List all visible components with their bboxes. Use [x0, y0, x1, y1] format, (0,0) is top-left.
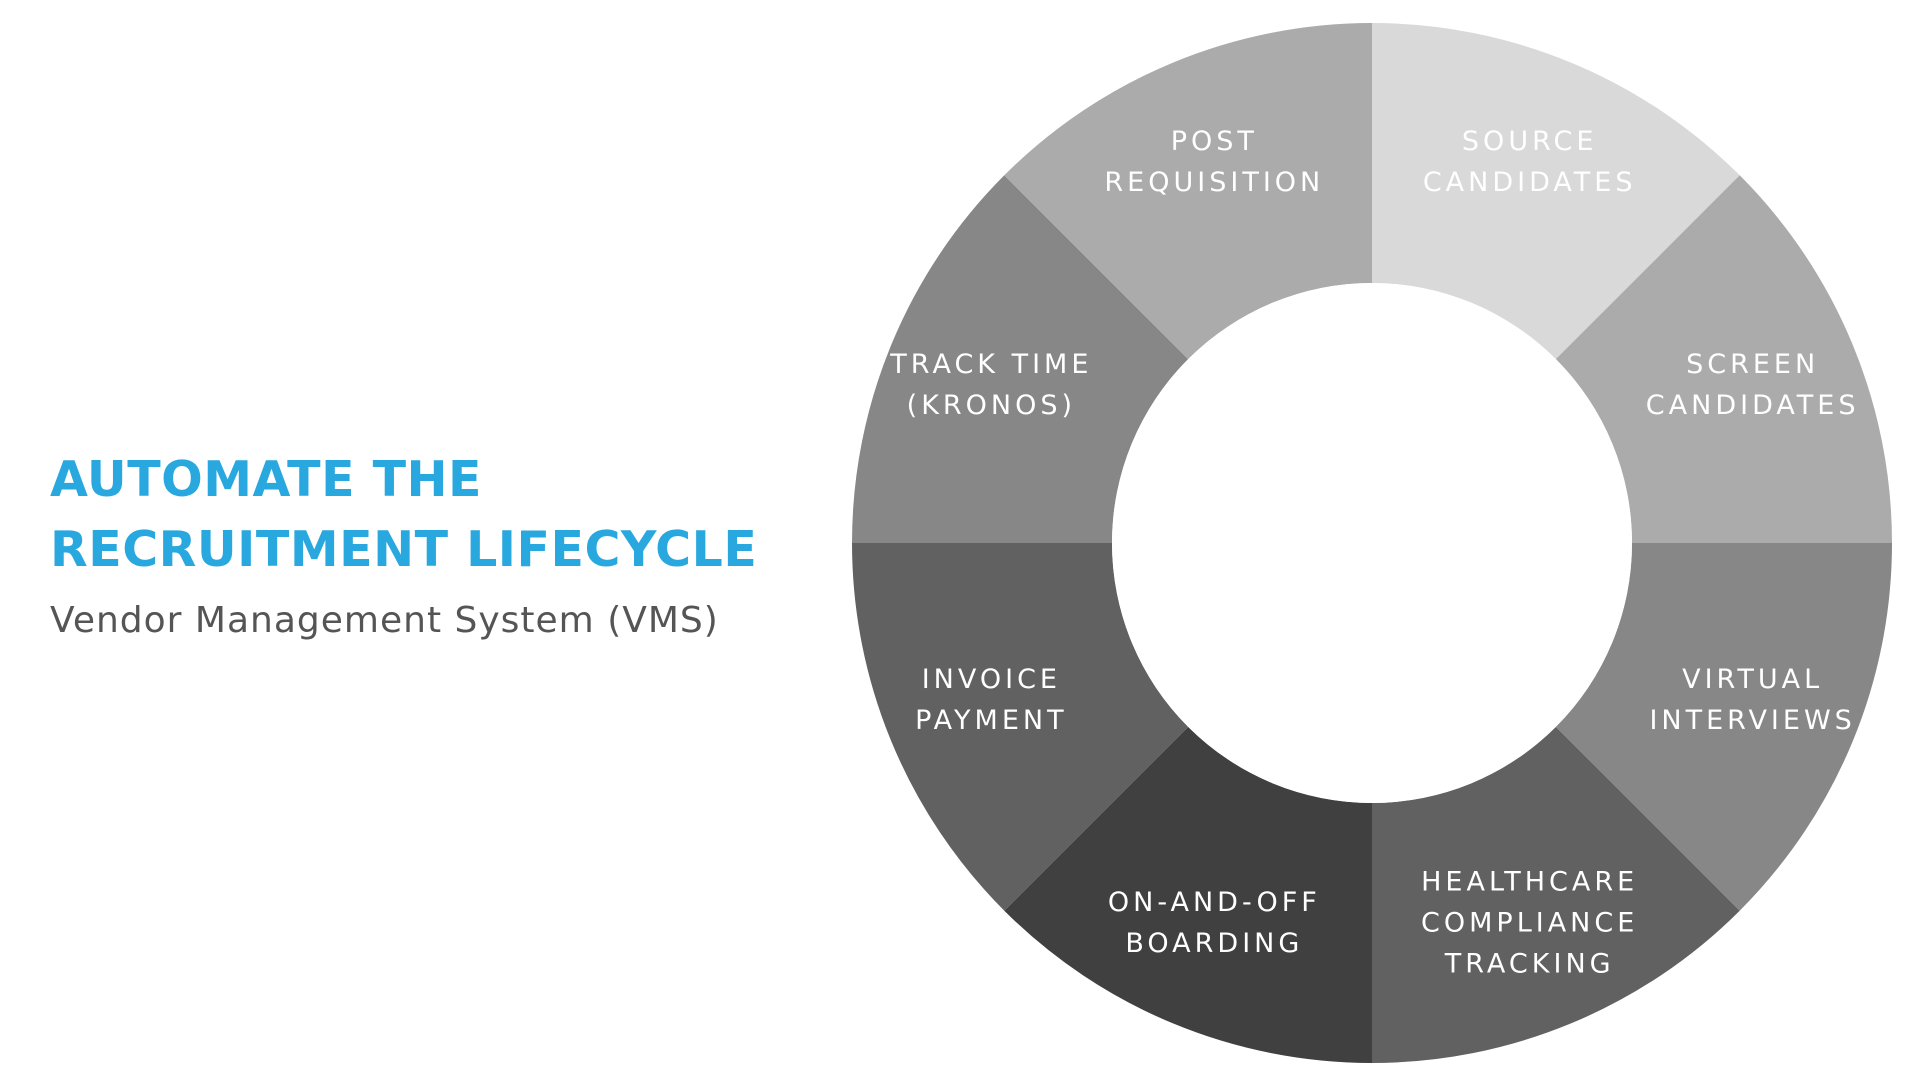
wheel-segment-6 [852, 543, 1189, 911]
wheel-segment-label-line: INVOICE [922, 664, 1061, 695]
title-line-1: AUTOMATE THE [50, 451, 483, 508]
page-title: AUTOMATE THE RECRUITMENT LIFECYCLE [50, 445, 757, 585]
wheel-center [1112, 283, 1632, 803]
wheel-segment-3 [1555, 543, 1892, 911]
wheel-segment-8 [1004, 23, 1372, 360]
wheel-segment-label-7: TRACK TIME (KRONOS) [889, 348, 1092, 420]
wheel-segment-label-line: TRACKING [1444, 948, 1615, 979]
wheel-segment-2 [1555, 175, 1892, 543]
wheel-segment-4 [1372, 726, 1740, 1063]
wheel-segment-label-6: INVOICE PAYMENT [915, 664, 1067, 736]
wheel-segment-label-line: (KRONOS) [907, 389, 1076, 420]
wheel-segment-label-8: POST REQUISITION [1104, 125, 1324, 197]
wheel-segment-label-3: VIRTUAL INTERVIEWS [1649, 664, 1855, 736]
wheel-segment-label-line: SCREEN [1686, 348, 1819, 379]
wheel-segment-label-1: SOURCE CANDIDATES [1423, 125, 1637, 197]
wheel-segment-label-line: CANDIDATES [1646, 389, 1860, 420]
wheel-segment-label-line: PAYMENT [915, 705, 1067, 736]
wheel-segment-1 [1372, 23, 1740, 360]
wheel-segment-5 [1004, 726, 1372, 1063]
wheel-segment-label-line: ON-AND-OFF [1108, 887, 1321, 918]
wheel-segment-label-line: BOARDING [1125, 928, 1303, 959]
wheel-segment-label-line: CANDIDATES [1423, 166, 1637, 197]
wheel-segment-label-line: INTERVIEWS [1649, 705, 1855, 736]
wheel-segment-label-line: POST [1171, 125, 1258, 156]
wheel-segment-label-4: HEALTHCARE COMPLIANCE TRACKING [1421, 866, 1638, 979]
wheel-segment-label-2: SCREEN CANDIDATES [1646, 348, 1860, 420]
wheel-segment-label-line: COMPLIANCE [1421, 907, 1638, 938]
wheel-segment-label-line: VIRTUAL [1682, 664, 1823, 695]
wheel-segment-label-line: SOURCE [1462, 125, 1597, 156]
wheel-segment-label-line: REQUISITION [1104, 166, 1324, 197]
wheel-segment-label-5: ON-AND-OFF BOARDING [1108, 887, 1321, 959]
page-subtitle: Vendor Management System (VMS) [50, 600, 719, 641]
wheel-segment-7 [852, 175, 1189, 543]
wheel-segment-label-line: HEALTHCARE [1421, 866, 1638, 897]
wheel-segment-label-line: TRACK TIME [889, 348, 1092, 379]
title-line-2: RECRUITMENT LIFECYCLE [50, 521, 758, 578]
